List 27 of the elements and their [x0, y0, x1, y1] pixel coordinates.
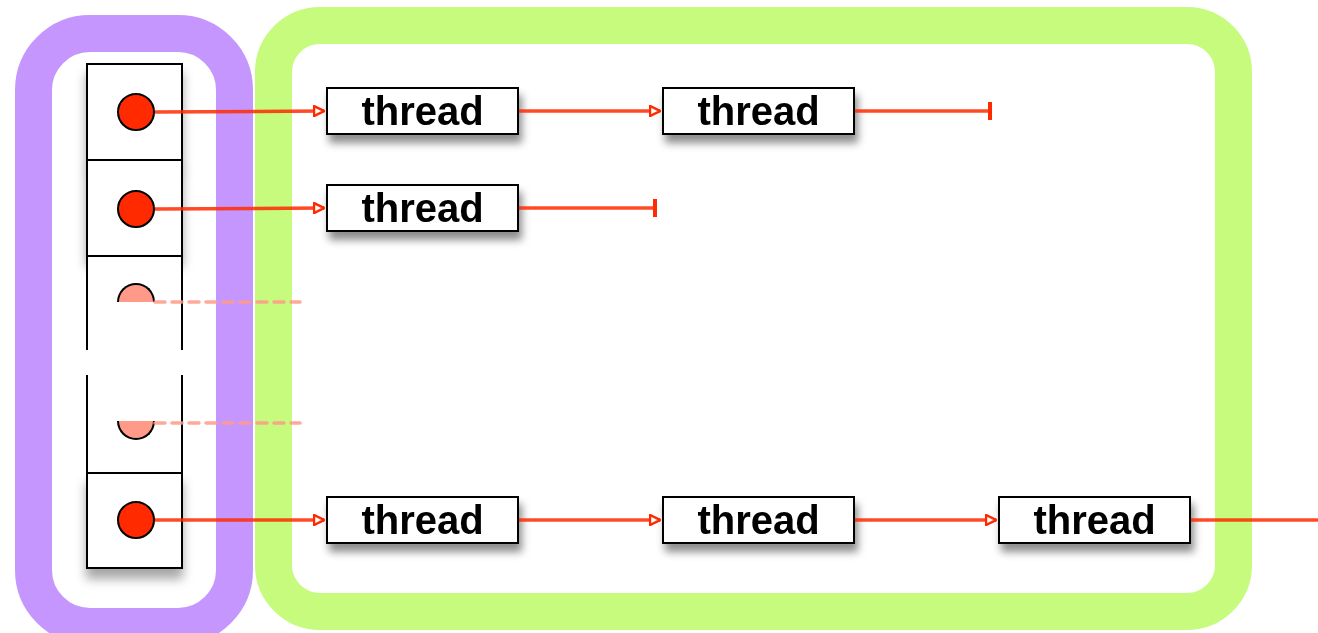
connector-line	[519, 197, 657, 219]
thread-panel	[255, 7, 1252, 630]
thread-node: thread	[662, 87, 855, 135]
thread-node: thread	[326, 184, 519, 232]
bucket-slot	[86, 255, 183, 350]
connector-line	[855, 100, 992, 122]
thread-node: thread	[326, 496, 519, 544]
dashed-line	[153, 300, 302, 304]
thread-node: thread	[662, 496, 855, 544]
connector-line	[1191, 518, 1318, 522]
thread-node: thread	[326, 87, 519, 135]
bucket-panel	[15, 15, 253, 633]
bucket-slot	[86, 472, 183, 569]
arrow	[519, 513, 662, 527]
arrow	[855, 513, 998, 527]
bucket-slot	[86, 375, 183, 474]
pointer-dot	[117, 190, 155, 228]
arrow	[155, 201, 326, 215]
pointer-dot	[117, 501, 155, 539]
arrow	[519, 104, 662, 118]
arrow	[155, 513, 326, 527]
thread-node: thread	[998, 496, 1191, 544]
bucket-slot	[86, 63, 183, 161]
arrow	[155, 104, 326, 118]
dashed-line	[153, 421, 302, 425]
pointer-dot	[117, 93, 155, 131]
bucket-slot	[86, 159, 183, 257]
